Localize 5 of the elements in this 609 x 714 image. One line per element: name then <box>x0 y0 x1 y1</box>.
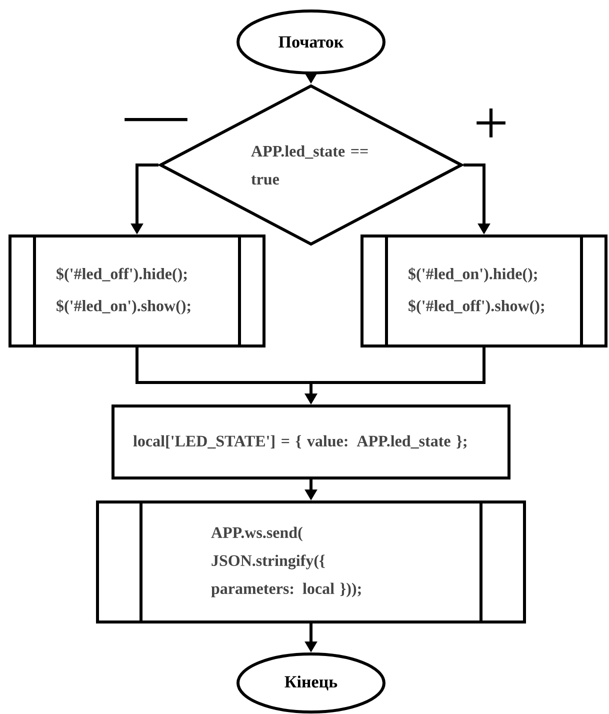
branch-sign: + <box>476 108 506 138</box>
subprocess-box: $('#led_off').hide(); $('#led_on').show(); <box>8 234 266 348</box>
subprocess-box: $('#led_on').hide(); $('#led_off').show(); <box>360 234 608 348</box>
process-box: local['LED_STATE'] = { value: APP.led_state }; <box>112 404 510 480</box>
subprocess-box: APP.ws.send( JSON.stringify({ parameters: local })); <box>96 500 526 624</box>
